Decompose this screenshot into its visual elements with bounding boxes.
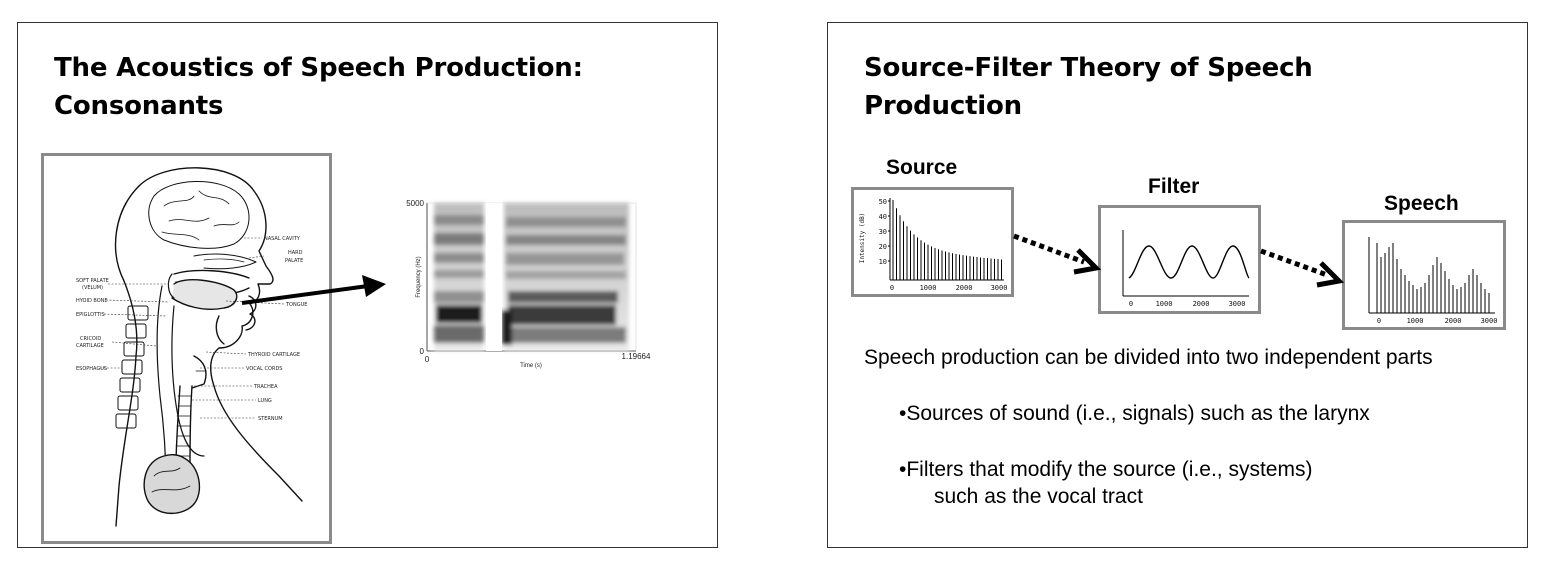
spectrogram-y-label: Frequency (Hz) bbox=[416, 256, 422, 297]
title-line-1: Source-Filter Theory of Speech bbox=[864, 53, 1313, 83]
source-y-tick-50: 50 bbox=[879, 198, 887, 206]
label-cricoid: CRICOID bbox=[80, 336, 101, 342]
filter-x-tick-3000: 3000 bbox=[1229, 300, 1246, 308]
label-velum: (VELUM) bbox=[82, 285, 103, 291]
source-x-tick-3000: 3000 bbox=[991, 284, 1008, 292]
source-spectrum: Intensity (dB) 50 40 30 20 10 0 1000 200… bbox=[859, 198, 1008, 292]
source-y-tick-10: 10 bbox=[879, 258, 887, 266]
filter-x-tick-2000: 2000 bbox=[1193, 300, 1210, 308]
label-tongue: TONGUE bbox=[285, 302, 307, 308]
label-epiglottis: EPIGLOTTIS bbox=[76, 312, 105, 318]
arrow-to-spectrogram bbox=[241, 275, 386, 305]
slide-title: The Acoustics of Speech Production: Cons… bbox=[54, 49, 694, 125]
slide-source-filter-theory: Source-Filter Theory of Speech Productio… bbox=[827, 22, 1528, 548]
vocal-tract-drawing: NASAL CAVITY HARD PALATE SOFT PALATE (VE… bbox=[76, 167, 307, 527]
filter-x-tick-0: 0 bbox=[1129, 300, 1133, 308]
title-line-2: Consonants bbox=[54, 91, 224, 121]
label-esophagus: ESOPHAGUS bbox=[76, 366, 107, 372]
source-spectrum-box: Intensity (dB) 50 40 30 20 10 0 1000 200… bbox=[851, 187, 1014, 297]
source-x-tick-1000: 1000 bbox=[920, 284, 937, 292]
body-text-intro: Speech production can be divided into tw… bbox=[864, 346, 1433, 369]
source-y-label: Intensity (dB) bbox=[859, 213, 866, 264]
speech-x-tick-1000: 1000 bbox=[1407, 317, 1424, 325]
label-vocal-cords: VOCAL CORDS bbox=[246, 366, 282, 372]
label-hard-palate: HARD bbox=[288, 250, 303, 256]
source-y-tick-30: 30 bbox=[879, 228, 887, 236]
label-lung: LUNG bbox=[258, 398, 272, 404]
speech-x-tick-3000: 3000 bbox=[1481, 317, 1498, 325]
filter-x-tick-1000: 1000 bbox=[1156, 300, 1173, 308]
speech-spectrum: 0 1000 2000 3000 bbox=[1368, 237, 1498, 325]
spectrogram-x-min: 0 bbox=[425, 355, 430, 364]
filter-to-speech-arrow bbox=[1260, 248, 1345, 288]
speech-x-tick-2000: 2000 bbox=[1445, 317, 1462, 325]
filter-label: Filter bbox=[1148, 175, 1200, 198]
source-x-tick-0: 0 bbox=[890, 284, 894, 292]
filter-response: 0 1000 2000 3000 bbox=[1122, 230, 1250, 308]
spectrogram-x-label: Time (s) bbox=[520, 363, 542, 369]
source-y-tick-20: 20 bbox=[879, 243, 887, 251]
bullet-filters: •Filters that modify the source (i.e., s… bbox=[899, 458, 1313, 481]
spectrogram-x-max: 1.19664 bbox=[622, 352, 651, 361]
label-trachea: TRACHEA bbox=[253, 384, 278, 390]
filter-response-box: 0 1000 2000 3000 bbox=[1098, 205, 1261, 314]
source-x-tick-2000: 2000 bbox=[956, 284, 973, 292]
source-to-filter-arrow bbox=[1013, 233, 1102, 275]
label-hard-palate-2: PALATE bbox=[285, 258, 303, 264]
vocal-tract-anatomy-figure: NASAL CAVITY HARD PALATE SOFT PALATE (VE… bbox=[41, 153, 332, 544]
source-label: Source bbox=[886, 156, 958, 179]
speech-spectrum-box: 0 1000 2000 3000 bbox=[1342, 220, 1506, 330]
source-y-tick-40: 40 bbox=[879, 213, 887, 221]
label-sternum: STERNUM bbox=[258, 416, 283, 422]
label-hyoid-bone: HYOID BONE bbox=[76, 298, 108, 304]
title-line-2: Production bbox=[864, 91, 1022, 121]
slide-title: Source-Filter Theory of Speech Productio… bbox=[864, 49, 1484, 125]
speech-x-tick-0: 0 bbox=[1377, 317, 1381, 325]
spectrogram-y-max: 5000 bbox=[406, 199, 424, 208]
label-nasal-cavity: NASAL CAVITY bbox=[264, 236, 301, 242]
label-soft-palate: SOFT PALATE bbox=[76, 278, 109, 284]
spectrogram-y-min: 0 bbox=[420, 347, 425, 356]
bullet-sources: •Sources of sound (i.e., signals) such a… bbox=[899, 402, 1370, 425]
speech-label: Speech bbox=[1384, 192, 1459, 215]
bullet-filters-continued: such as the vocal tract bbox=[934, 485, 1143, 508]
label-thyroid-cartilage: THYROID CARTILAGE bbox=[247, 352, 300, 358]
slide-consonants: The Acoustics of Speech Production: Cons… bbox=[17, 22, 718, 548]
label-cartilage: CARTILAGE bbox=[76, 343, 104, 349]
title-line-1: The Acoustics of Speech Production: bbox=[54, 53, 583, 83]
spectrogram: 5000 0 0 1.19664 Time (s) Frequency (Hz) bbox=[406, 199, 651, 369]
